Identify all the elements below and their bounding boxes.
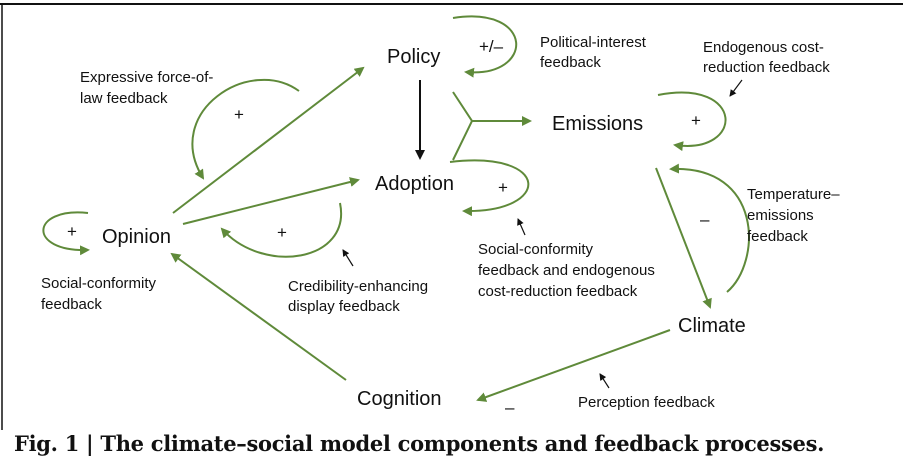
credibility-enhancing-pointer <box>342 249 354 267</box>
node-opinion: Opinion <box>102 226 171 248</box>
social-conformity-adoption-sign: + <box>498 178 508 197</box>
perception-sign: – <box>505 398 515 417</box>
opinion-to-policy-arrow <box>172 66 365 214</box>
social-conformity-opinion-label: Social-conformity feedback <box>41 275 160 313</box>
credibility-enhancing-loop <box>220 202 343 258</box>
figure-caption: Fig. 1 | The climate–social model compon… <box>14 431 825 456</box>
social-conformity-adoption-loop <box>449 159 530 217</box>
policy-adoption-to-emissions-arrow <box>452 91 530 161</box>
opinion-to-adoption-arrow <box>182 177 360 225</box>
social-conformity-opinion-sign: + <box>67 222 77 241</box>
perception-pointer <box>599 373 610 389</box>
endogenous-cost-loop <box>657 91 727 152</box>
temperature-emissions-sign: – <box>700 210 710 229</box>
emissions-to-climate-arrow <box>655 167 712 309</box>
node-policy: Policy <box>387 46 440 68</box>
expressive-force-label: Expressive force-of- law feedback <box>80 69 218 107</box>
feedback-diagram: Policy Emissions Adoption Opinion Climat… <box>0 3 903 430</box>
social-conformity-adoption-label: Social-conformity feedback and endogenou… <box>478 241 659 300</box>
political-interest-loop <box>452 15 518 78</box>
endogenous-cost-label: Endogenous cost- reduction feedback <box>703 39 830 76</box>
temperature-emissions-loop <box>669 163 750 293</box>
node-adoption: Adoption <box>375 173 454 195</box>
endogenous-cost-pointer <box>729 79 743 97</box>
node-emissions: Emissions <box>552 113 643 135</box>
node-climate: Climate <box>678 315 746 337</box>
perception-label: Perception feedback <box>578 394 715 411</box>
political-interest-label: Political-interest feedback <box>540 34 650 71</box>
node-cognition: Cognition <box>357 388 442 410</box>
credibility-enhancing-sign: + <box>277 223 287 242</box>
endogenous-cost-sign: + <box>691 111 701 130</box>
expressive-force-loop <box>191 79 300 180</box>
cognition-to-opinion-arrow <box>170 252 347 381</box>
social-conformity-opinion-loop <box>42 211 90 256</box>
credibility-enhancing-label: Credibility-enhancing display feedback <box>288 278 432 315</box>
expressive-force-sign: + <box>234 105 244 124</box>
political-interest-sign: +/– <box>479 37 504 56</box>
social-conformity-adoption-pointer <box>517 218 526 236</box>
climate-to-cognition-arrow <box>476 329 671 402</box>
temperature-emissions-label: Temperature– emissions feedback <box>747 186 844 245</box>
